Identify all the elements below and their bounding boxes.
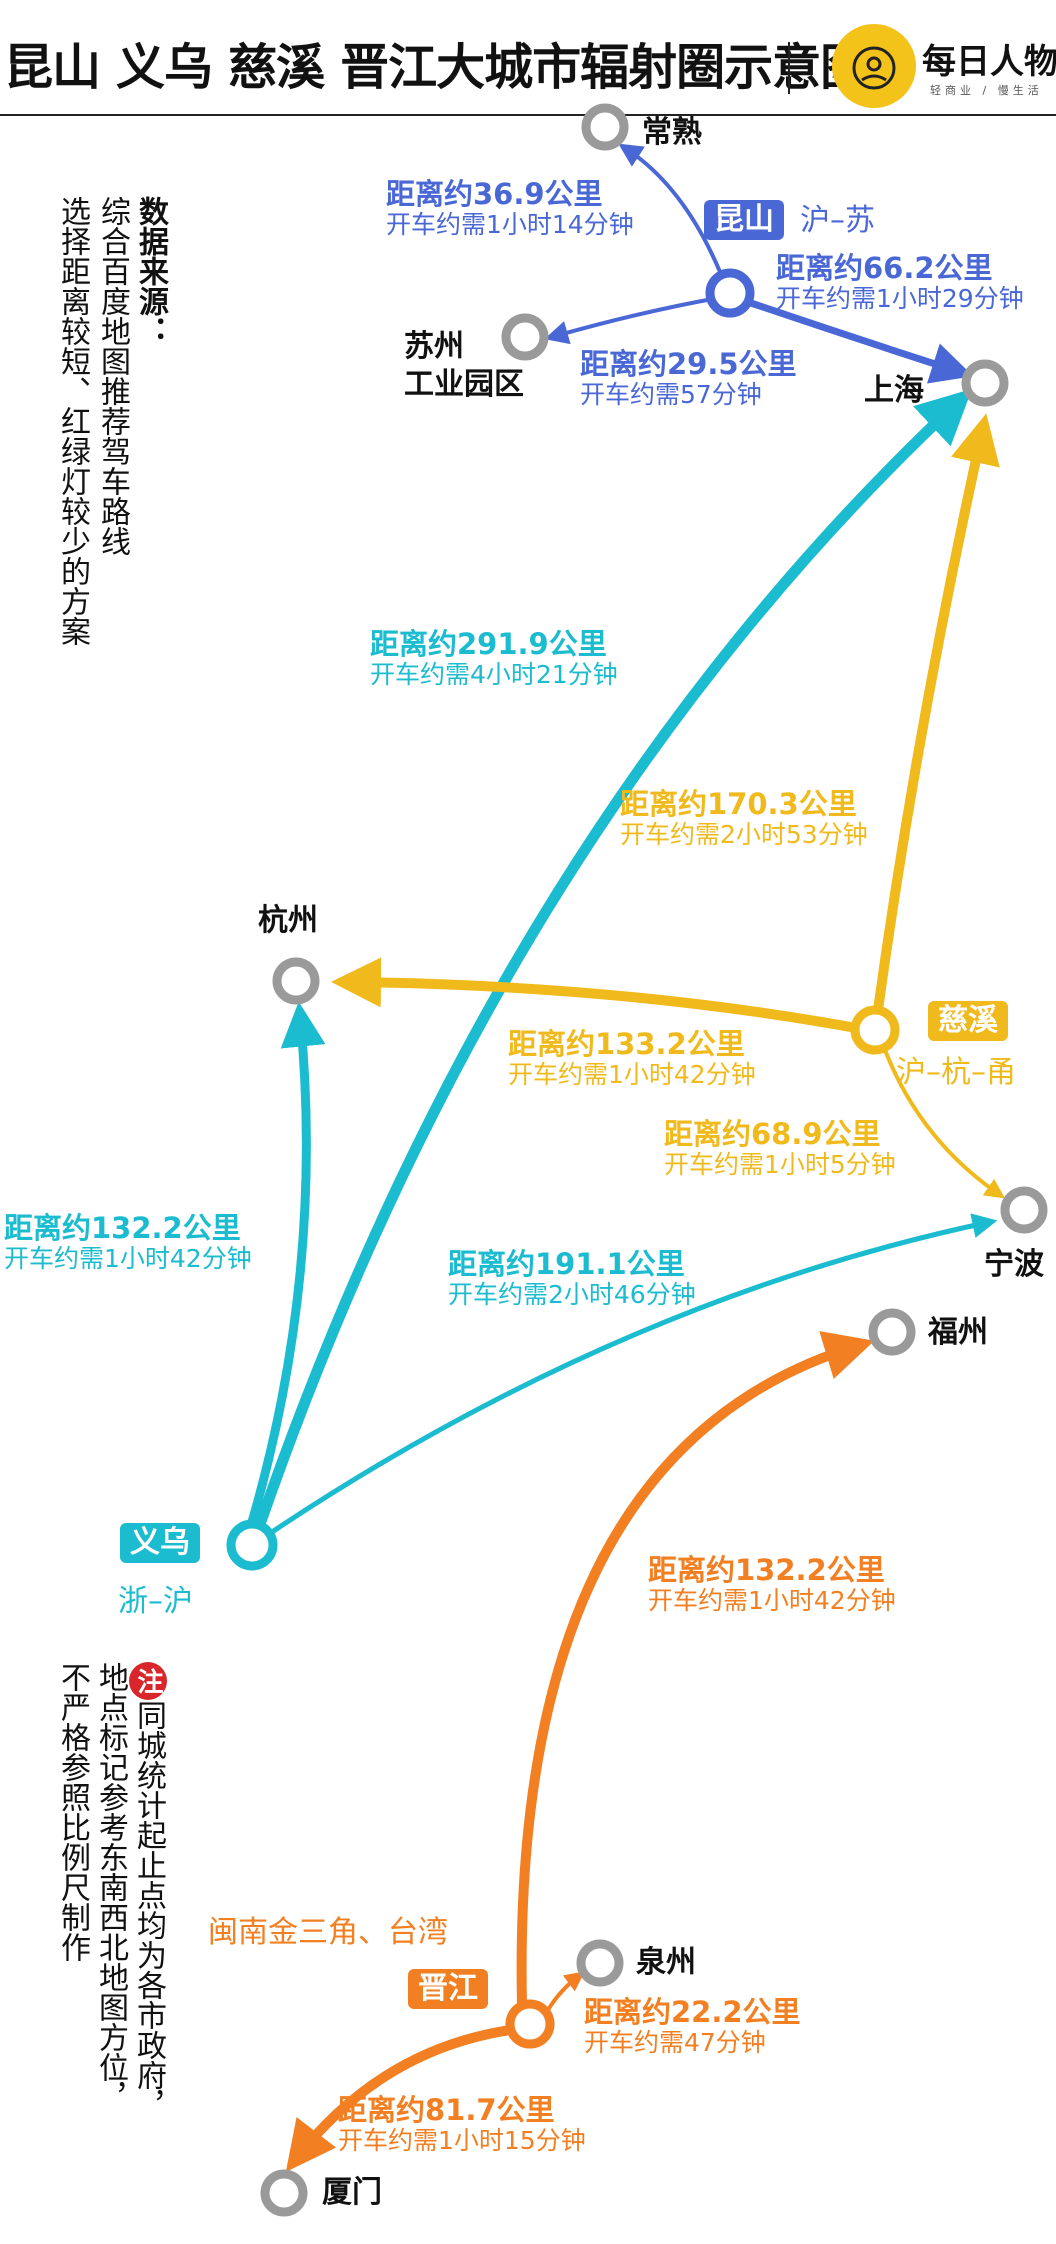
note-text-1: 同城统计起止点均为各市政府， (131, 1700, 166, 2120)
node-quanzhou (576, 1939, 624, 1987)
route-time: 开车约需57分钟 (580, 380, 762, 410)
hub-badge-kunshan: 昆山 (704, 200, 784, 240)
hub-region-jinjiang: 闽南金三角、台湾 (208, 1915, 448, 1950)
header: 昆山 义乌 慈溪 晋江大城市辐射圈示意图 每日人物 轻商业 / 慢生活 (0, 0, 1056, 118)
hub-badge-yiwu: 义乌 (120, 1523, 200, 1563)
source-line-2: 选择距离较短、红绿灯较少的方案 (55, 196, 90, 646)
route-label-yiwu-hangzhou: 距离约132.2公里 开车约需1小时42分钟 (4, 1211, 252, 1274)
header-underline (0, 114, 1056, 116)
hub-node-jinjiang (505, 1999, 555, 2049)
route-yiwu-shanghai (252, 388, 973, 1532)
route-distance: 距离约291.9公里 (370, 627, 607, 661)
route-jinjiang-xiamen (285, 2025, 511, 2172)
note-line-3: 不严格参照比例尺制作 (55, 1662, 90, 1962)
route-distance: 距离约191.1公里 (448, 1247, 685, 1281)
node-changshu (581, 103, 629, 151)
route-yiwu-hangzhou (247, 1001, 326, 1524)
source-line-1: 综合百度地图推荐驾车路线 (95, 196, 130, 556)
hub-region-yiwu: 浙–沪 (118, 1584, 193, 1619)
hub-badge-cixi: 慈溪 (928, 1001, 1008, 1041)
route-time: 开车约需1小时42分钟 (648, 1586, 896, 1616)
route-time: 开车约需1小时5分钟 (664, 1150, 896, 1180)
hub-region-cixi: 沪–杭–甬 (896, 1055, 1016, 1090)
route-label-jinjiang-xiamen: 距离约81.7公里 开车约需1小时15分钟 (338, 2093, 586, 2156)
node-ningbo (1000, 1186, 1048, 1234)
brand-name: 每日人物 (922, 42, 1056, 82)
city-label-shanghai: 上海 (864, 373, 924, 408)
node-xiamen (260, 2169, 308, 2217)
hub-node-cixi (850, 1005, 900, 1055)
route-label-kunshan-shanghai: 距离约66.2公里 开车约需1小时29分钟 (776, 251, 1024, 314)
route-distance: 距离约22.2公里 (584, 1995, 801, 2029)
node-hangzhou (272, 957, 320, 1005)
route-distance: 距离约133.2公里 (508, 1027, 745, 1061)
city-label-hangzhou: 杭州 (258, 903, 318, 938)
route-label-cixi-shanghai: 距离约170.3公里 开车约需2小时53分钟 (620, 787, 868, 850)
note-mark-icon: 注 (129, 1662, 167, 1700)
route-label-cixi-ningbo: 距离约68.9公里 开车约需1小时5分钟 (664, 1117, 896, 1180)
route-cixi-ningbo (883, 1049, 1005, 1199)
route-distance: 距离约170.3公里 (620, 787, 857, 821)
route-label-kunshan-changshu: 距离约36.9公里 开车约需1小时14分钟 (386, 177, 634, 240)
hub-region-kunshan: 沪–苏 (800, 203, 875, 238)
route-time: 开车约需4小时21分钟 (370, 660, 618, 690)
city-label-quanzhou: 泉州 (636, 1945, 696, 1980)
route-time: 开车约需1小时42分钟 (508, 1060, 756, 1090)
route-jinjiang-fuzhou (516, 1331, 875, 2006)
node-suzhou (501, 313, 549, 361)
route-distance: 距离约29.5公里 (580, 347, 797, 381)
route-distance: 距离约36.9公里 (386, 177, 603, 211)
route-label-jinjiang-fuzhou: 距离约132.2公里 开车约需1小时42分钟 (648, 1553, 896, 1616)
hub-node-kunshan (705, 268, 755, 318)
route-distance: 距离约81.7公里 (338, 2093, 555, 2127)
route-time: 开车约需1小时14分钟 (386, 210, 634, 240)
route-cixi-hangzhou (331, 957, 857, 1033)
node-fuzhou (868, 1308, 916, 1356)
route-time: 开车约需1小时29分钟 (776, 284, 1024, 314)
hub-node-yiwu (226, 1519, 278, 1571)
route-label-kunshan-suzhou: 距离约29.5公里 开车约需57分钟 (580, 347, 797, 410)
route-kunshan-changshu (618, 143, 730, 293)
route-cixi-shanghai (873, 413, 1000, 1011)
source-heading: 数据来源： (133, 196, 168, 346)
route-label-jinjiang-quanzhou: 距离约22.2公里 开车约需47分钟 (584, 1995, 801, 2058)
route-distance: 距离约68.9公里 (664, 1117, 881, 1151)
route-label-cixi-hangzhou: 距离约133.2公里 开车约需1小时42分钟 (508, 1027, 756, 1090)
route-time: 开车约需2小时53分钟 (620, 820, 868, 850)
route-distance: 距离约132.2公里 (4, 1211, 241, 1245)
city-label-suzhou: 苏州 (404, 329, 464, 364)
route-time: 开车约需2小时46分钟 (448, 1280, 696, 1310)
route-kunshan-shanghai (746, 298, 974, 384)
route-jinjiang-quanzhou (546, 1971, 585, 2012)
route-time: 开车约需47分钟 (584, 2028, 766, 2058)
page-title: 昆山 义乌 慈溪 晋江大城市辐射圈示意图 (4, 39, 869, 96)
route-label-yiwu-shanghai: 距离约291.9公里 开车约需4小时21分钟 (370, 627, 618, 690)
city-label-xiamen: 厦门 (322, 2175, 382, 2210)
city-label-fuzhou: 福州 (928, 1315, 988, 1350)
city-label-suzhou-park: 工业园区 (404, 367, 524, 402)
city-label-ningbo: 宁波 (984, 1247, 1044, 1282)
route-label-yiwu-ningbo: 距离约191.1公里 开车约需2小时46分钟 (448, 1247, 696, 1310)
route-time: 开车约需1小时15分钟 (338, 2126, 586, 2156)
brand-logo-icon (832, 24, 916, 108)
brand-tagline: 轻商业 / 慢生活 (930, 84, 1043, 97)
route-distance: 距离约66.2公里 (776, 251, 993, 285)
route-time: 开车约需1小时42分钟 (4, 1244, 252, 1274)
hub-badge-jinjiang: 晋江 (408, 1969, 488, 2009)
route-kunshan-suzhou (544, 296, 719, 345)
header-divider (788, 42, 790, 94)
route-yiwu-ningbo (270, 1213, 998, 1535)
city-label-changshu: 常熟 (642, 115, 702, 150)
node-shanghai (961, 359, 1009, 407)
note-line-1: 注同城统计起止点均为各市政府， (128, 1662, 168, 2120)
note-line-2: 地点标记参考东南西北地图方位， (93, 1662, 128, 2112)
route-distance: 距离约132.2公里 (648, 1553, 885, 1587)
